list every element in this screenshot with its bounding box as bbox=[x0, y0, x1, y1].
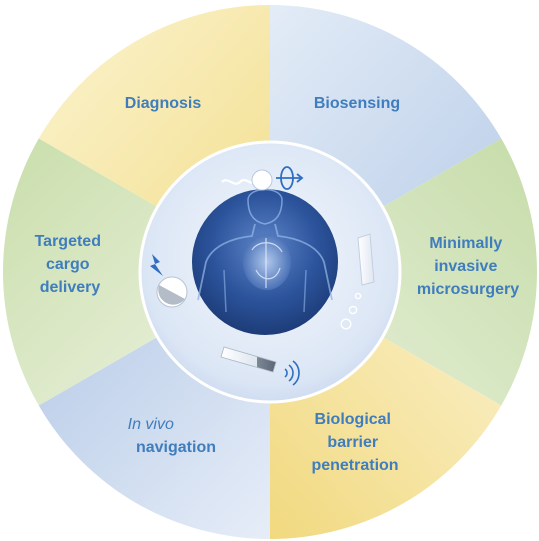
label-microsurgery-line-3: microsurgery bbox=[417, 281, 519, 298]
microswimmer-icon bbox=[221, 169, 273, 191]
label-cargo-line-1: Targeted bbox=[35, 233, 101, 250]
bubbles-icon bbox=[340, 292, 362, 330]
acoustic-wave-icon bbox=[284, 360, 300, 386]
label-diagnosis: Diagnosis bbox=[125, 95, 202, 112]
human-body-heart-icon bbox=[192, 188, 338, 335]
label-diagnosis-line: Diagnosis bbox=[125, 95, 202, 112]
label-barrier: Biological barrier penetration bbox=[311, 411, 398, 474]
label-cargo: Targeted cargo delivery bbox=[35, 233, 106, 296]
label-biosensing-line: Biosensing bbox=[314, 95, 400, 112]
segment-cargo bbox=[2, 138, 271, 406]
microtube-icon bbox=[357, 233, 375, 286]
label-biosensing: Biosensing bbox=[314, 95, 400, 112]
label-navigation-line-2: navigation bbox=[136, 439, 216, 456]
micro-rod-icon bbox=[220, 346, 277, 373]
label-navigation-line-1: In vivo bbox=[128, 416, 174, 433]
label-barrier-line-2: barrier bbox=[327, 434, 378, 451]
label-cargo-line-3: delivery bbox=[40, 279, 101, 296]
label-microsurgery-line-1: Minimally bbox=[429, 235, 502, 252]
label-microsurgery-line-2: invasive bbox=[434, 258, 497, 275]
label-microsurgery: Minimally invasive microsurgery bbox=[417, 235, 519, 298]
label-navigation: In vivo navigation bbox=[128, 416, 216, 456]
label-barrier-line-1: Biological bbox=[315, 411, 391, 428]
janus-sphere-icon bbox=[156, 276, 188, 308]
label-barrier-line-3: penetration bbox=[311, 457, 398, 474]
lightning-icon bbox=[150, 254, 163, 276]
rotation-arrow-icon bbox=[276, 166, 304, 190]
label-cargo-line-2: cargo bbox=[46, 256, 90, 273]
segment-microsurgery bbox=[270, 138, 538, 406]
